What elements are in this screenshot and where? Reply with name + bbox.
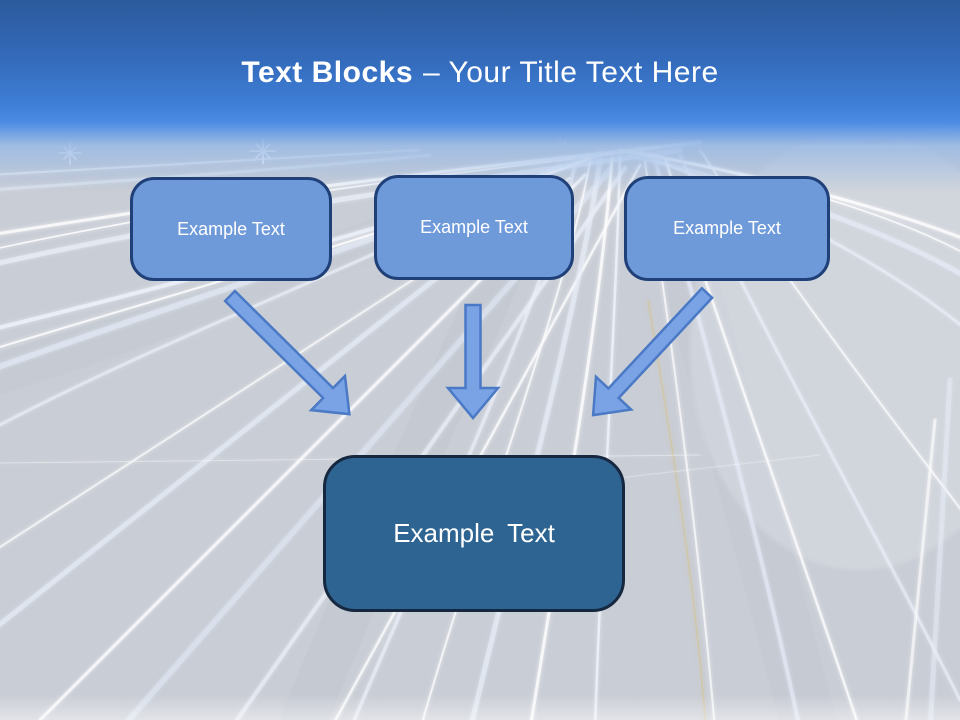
text-block-1-label: Example Text	[177, 218, 285, 239]
slide-title[interactable]: Text Blocks – Your Title Text Here	[0, 56, 960, 90]
arrow-down-right[interactable]	[213, 279, 366, 431]
text-block-2-label: Example Text	[420, 217, 528, 237]
text-block-3-label: Example Text	[673, 218, 781, 238]
result-text-block[interactable]: Example Text	[323, 455, 625, 612]
arrow-down[interactable]	[445, 303, 501, 420]
text-block-1[interactable]: Example Text	[130, 177, 332, 281]
result-text-block-label: Example Text	[393, 518, 555, 548]
bottom-glow	[0, 694, 960, 720]
text-block-3[interactable]: Example Text	[624, 176, 830, 281]
arrow-down-left[interactable]	[576, 277, 725, 432]
header-gradient	[0, 0, 960, 192]
title-regular-text: – Your Title Text Here	[423, 56, 719, 89]
text-block-2[interactable]: Example Text	[374, 175, 574, 280]
title-bold-text: Text Blocks	[241, 56, 414, 89]
